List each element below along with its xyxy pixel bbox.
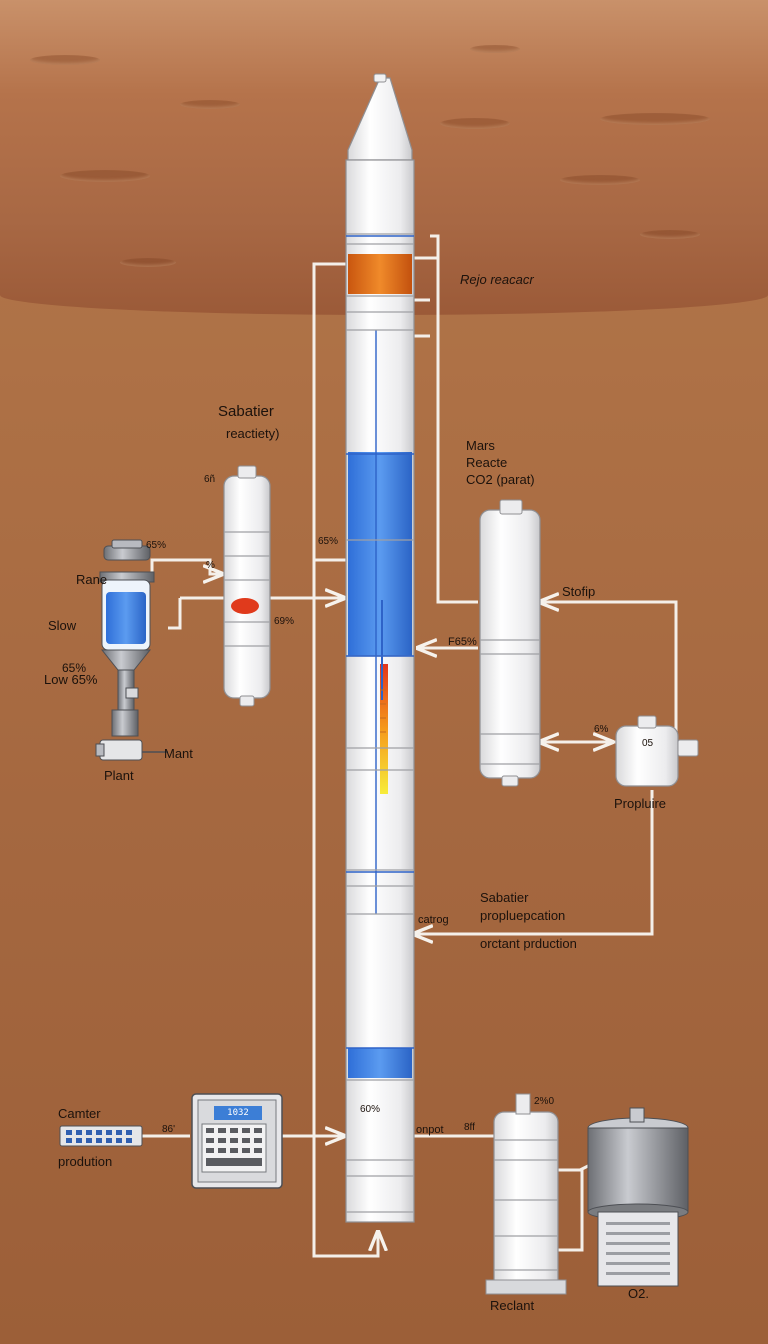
label-propluire: Propluire bbox=[614, 796, 667, 811]
label-plant: Plant bbox=[104, 768, 134, 783]
crater bbox=[30, 55, 100, 65]
crater bbox=[560, 175, 640, 185]
flame-indicator bbox=[380, 664, 388, 794]
label-low-percent-top: 65% bbox=[62, 661, 87, 675]
control-panel-screen: 1032 bbox=[214, 1106, 262, 1120]
label-stofip: Stofip bbox=[562, 584, 596, 599]
label-tank-top: 6ñ bbox=[204, 474, 216, 485]
label-reactant-top: 2%0 bbox=[534, 1096, 555, 1107]
label-small-tank-percent: 6% bbox=[594, 724, 609, 735]
oxygen-drum bbox=[587, 1107, 689, 1287]
label-slow: Slow bbox=[48, 618, 77, 633]
label-mant: Mant bbox=[164, 746, 193, 761]
crater bbox=[470, 45, 520, 53]
right-storage-tank bbox=[479, 499, 541, 787]
label-co2: CO2 (parat) bbox=[466, 472, 535, 487]
crater bbox=[600, 113, 710, 125]
orange-reactant-section bbox=[348, 254, 412, 294]
crater bbox=[440, 118, 510, 129]
label-top-reactor: Rejo reacacr bbox=[460, 272, 534, 287]
label-column-percent: 60% bbox=[360, 1104, 381, 1115]
crater bbox=[640, 230, 700, 239]
label-small-tank: 05 bbox=[642, 738, 654, 749]
sabatier-reactor-tank bbox=[223, 465, 271, 707]
propellant-small-tank bbox=[615, 715, 699, 787]
label-reacte: Reacte bbox=[466, 455, 508, 470]
label-production: prodution bbox=[58, 1154, 113, 1169]
label-arrow-b: 69% bbox=[274, 616, 295, 627]
blue-liquid-bottom-section bbox=[348, 1048, 412, 1078]
label-sabatier-subtitle: reactiety) bbox=[226, 426, 280, 441]
label-camter: Camter bbox=[58, 1106, 101, 1121]
camter-rack bbox=[59, 1125, 143, 1147]
label-mid-percent: 65% bbox=[318, 536, 339, 547]
label-mars: Mars bbox=[466, 438, 495, 453]
label-orctant-production: orctant prduction bbox=[480, 936, 577, 951]
label-catrog: catrog bbox=[418, 914, 449, 926]
label-arrow-a: % bbox=[206, 560, 215, 571]
crater bbox=[120, 258, 176, 267]
left-valve-assembly bbox=[95, 539, 168, 761]
label-onpot: onpot bbox=[416, 1124, 444, 1136]
blue-liquid-section bbox=[348, 452, 412, 656]
reactant-tank bbox=[485, 1093, 567, 1295]
label-sabatier-2: Sabatier bbox=[480, 890, 529, 905]
crater bbox=[180, 100, 240, 109]
crater bbox=[60, 170, 150, 182]
label-bottom-percent: 8ff bbox=[464, 1122, 475, 1133]
label-propluepcation: propluepcation bbox=[480, 908, 566, 923]
label-reactant: Reclant bbox=[490, 1298, 535, 1313]
label-left-percent: 65% bbox=[146, 540, 167, 551]
central-reactor-column bbox=[345, 73, 415, 1223]
label-low-percent: Low 65% bbox=[44, 672, 98, 687]
label-sabatier-title: Sabatier bbox=[218, 403, 274, 420]
label-o2: O2. bbox=[628, 1286, 649, 1301]
label-panel-percent: 86' bbox=[162, 1124, 176, 1135]
label-center-percent: F65% bbox=[448, 636, 477, 648]
label-rane: Rane bbox=[76, 572, 108, 587]
